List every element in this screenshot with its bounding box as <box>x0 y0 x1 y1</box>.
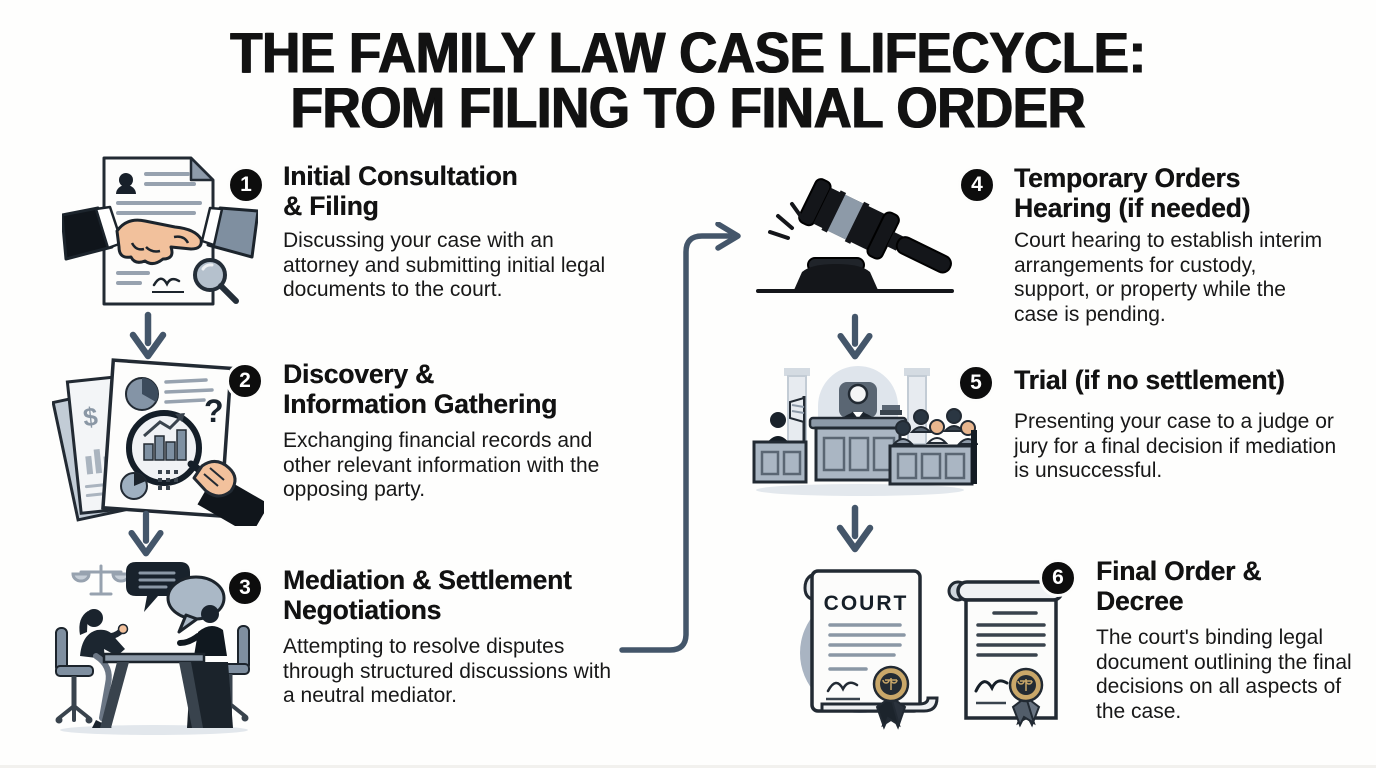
scales-icon <box>71 564 131 596</box>
step-1-description: Discussing your case with an attorney an… <box>283 229 606 301</box>
step-3-number: 3 <box>239 576 251 599</box>
magnifier-large-icon <box>126 410 202 486</box>
hand-holding-magnifier <box>187 460 264 526</box>
step3-to-step4-connector-arrow <box>619 222 741 653</box>
court-order-scroll: COURT <box>803 569 939 730</box>
table <box>100 652 206 728</box>
magnifier-small-icon <box>193 258 239 304</box>
step-6-title: Final Order & Decree <box>1096 556 1262 616</box>
step-6-description: The court's binding legal document outli… <box>1096 626 1352 723</box>
down-arrow-icon <box>129 311 167 360</box>
step-5-badge: 5 <box>957 364 995 402</box>
step-4-number: 4 <box>971 173 983 196</box>
dollar-sign: $ <box>82 401 100 432</box>
step-2-number: 2 <box>239 369 251 392</box>
handshake-document-icon <box>62 156 258 306</box>
page-title-line2: FROM FILING TO FINAL ORDER <box>290 76 1086 141</box>
left-chair <box>55 627 94 724</box>
step-1-title: Initial Consultation & Filing <box>283 161 518 221</box>
flag-icon <box>789 396 806 442</box>
step-3-badge: 3 <box>226 569 264 607</box>
step-1-number: 1 <box>240 173 252 196</box>
gavel-icon <box>756 178 954 293</box>
mediation-table-icon <box>55 562 250 735</box>
question-mark: ? <box>204 393 224 429</box>
step-5-number: 5 <box>970 371 982 394</box>
page-title: THE FAMILY LAW CASE LIFECYCLE: FROM FILI… <box>0 21 1376 141</box>
step-3-title: Mediation & Settlement Negotiations <box>283 565 572 625</box>
page-title-line1: THE FAMILY LAW CASE LIFECYCLE: <box>230 21 1146 86</box>
courtroom-icon <box>752 366 978 496</box>
step-1-badge: 1 <box>227 166 265 204</box>
jury-box <box>891 408 978 445</box>
step-4-title: Temporary Orders Hearing (if needed) <box>1014 163 1251 223</box>
witness-stand <box>752 412 808 484</box>
step-6-badge: 6 <box>1039 559 1077 597</box>
impact-lines <box>768 202 804 240</box>
decree-scroll <box>947 580 1064 728</box>
step-4-badge: 4 <box>958 166 996 204</box>
down-arrow-icon <box>128 510 164 557</box>
step-2-badge: 2 <box>226 362 264 400</box>
step-6-number: 6 <box>1052 566 1064 589</box>
gold-seal-icon <box>872 665 910 730</box>
gold-seal-icon <box>1008 667 1044 728</box>
down-arrow-icon <box>837 313 873 360</box>
step-5-description: Presenting your case to a judge or jury … <box>1014 410 1337 482</box>
step-5-title: Trial (if no settlement) <box>1014 365 1285 395</box>
step-3-description: Attempting to resolve disputes through s… <box>283 635 611 707</box>
step-4-description: Court hearing to establish interim arran… <box>1014 229 1323 326</box>
down-arrow-icon <box>836 504 874 553</box>
step-2-description: Exchanging financial records and other r… <box>283 429 600 501</box>
court-decree-documents-icon: COURT <box>800 569 1064 730</box>
court-label: COURT <box>824 592 909 615</box>
magnifier-financial-documents-icon: $ ? <box>52 358 264 526</box>
bottom-edge-rule <box>0 765 1376 768</box>
handshake-graphic <box>62 205 258 266</box>
step-2-title: Discovery & Information Gathering <box>283 359 558 419</box>
